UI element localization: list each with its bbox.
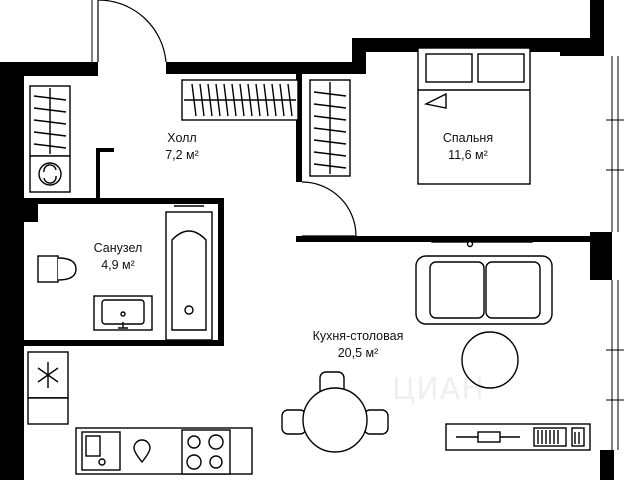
wall-bath-left-notch xyxy=(24,198,38,222)
room-area-bathroom: 4,9 м² xyxy=(101,258,135,272)
room-label-bedroom: Спальня 11,6 м² xyxy=(428,130,508,164)
tv-stand xyxy=(431,237,533,248)
dining-table xyxy=(302,387,368,453)
bed xyxy=(417,47,531,185)
kitchen-counter xyxy=(27,351,253,475)
pillow-left xyxy=(425,53,473,83)
room-name-kitchen: Кухня-столовая xyxy=(312,329,404,343)
room-name-bedroom: Спальня xyxy=(442,131,494,145)
room-name-hall: Холл xyxy=(167,131,197,145)
washing-machine xyxy=(29,155,71,193)
room-area-hall: 7,2 м² xyxy=(165,148,199,162)
toilet xyxy=(37,255,59,283)
wall-right-mid xyxy=(590,232,612,280)
washing-machine-drum-icon xyxy=(38,162,62,186)
wall-bath-top xyxy=(24,198,224,204)
room-label-kitchen: Кухня-столовая 20,5 м² xyxy=(296,328,420,362)
wall-right-upper xyxy=(590,0,604,56)
entrance-door-arc xyxy=(98,0,167,63)
room-name-bathroom: Санузел xyxy=(93,241,143,255)
bathroom-fixtures xyxy=(37,205,213,341)
wall-right-lower xyxy=(600,450,614,480)
burner-1 xyxy=(187,435,201,449)
media-console xyxy=(445,423,591,451)
wall-bath-right xyxy=(218,198,224,346)
fridge-snowflake-icon xyxy=(37,362,59,388)
room-area-kitchen: 20,5 м² xyxy=(337,346,379,360)
bathtub-drain xyxy=(184,305,194,315)
windows xyxy=(91,0,624,450)
watermark: ЦИАН xyxy=(392,372,485,407)
hall-wardrobe-vertical xyxy=(309,79,351,177)
wall-top-left xyxy=(0,62,98,76)
wall-left xyxy=(0,62,24,480)
dining-set xyxy=(281,371,389,453)
doors xyxy=(97,0,357,237)
burner-3 xyxy=(186,454,202,470)
burner-4 xyxy=(209,455,223,469)
walls xyxy=(0,0,614,480)
burner-2 xyxy=(208,434,224,450)
wall-bedroom-left xyxy=(296,74,302,182)
sofa xyxy=(415,255,553,325)
bedroom-door-arc xyxy=(301,181,357,237)
location-pin-icon xyxy=(133,439,151,464)
hall-storage-left xyxy=(29,85,71,193)
wall-closet-2 xyxy=(96,148,114,152)
faucet-icon xyxy=(118,322,128,329)
room-area-bedroom: 11,6 м² xyxy=(448,148,488,162)
hall-wardrobe-horizontal xyxy=(181,79,299,121)
pillow-right xyxy=(477,53,525,83)
coffee-table xyxy=(461,331,519,389)
room-label-hall: Холл 7,2 м² xyxy=(150,130,214,164)
wall-top-hall xyxy=(166,62,356,74)
room-label-bathroom: Санузел 4,9 м² xyxy=(80,240,156,274)
blanket-fold xyxy=(423,92,447,109)
wall-closet xyxy=(96,148,100,204)
wall-bath-bottom xyxy=(24,340,224,346)
